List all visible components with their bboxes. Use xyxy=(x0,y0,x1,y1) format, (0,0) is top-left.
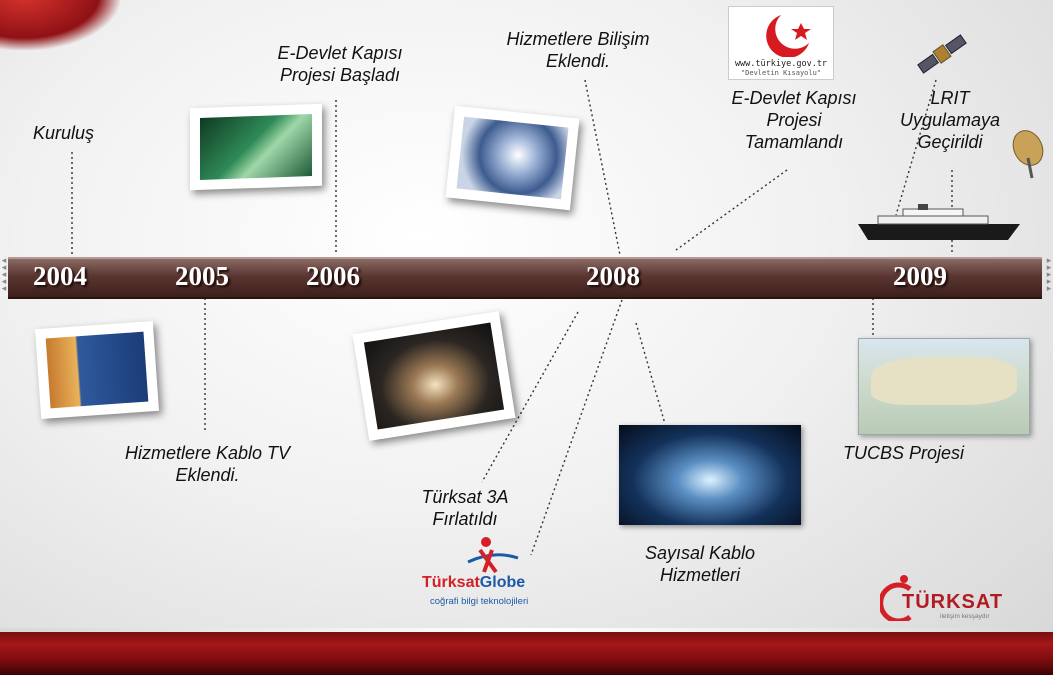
crescent-star-icon xyxy=(766,15,811,57)
bottom-band xyxy=(0,628,1053,675)
satellite-icon xyxy=(917,34,967,74)
satellite-dish-icon xyxy=(1012,130,1044,179)
corner-decoration xyxy=(0,0,120,50)
turksat-slogan: iletişim kesşaydır xyxy=(940,613,990,620)
turksat-globe-logo: TürksatGlobe coğrafi bilgi teknolojileri xyxy=(422,536,562,616)
turkiye-slogan: "Devletin Kısayolu" xyxy=(740,69,822,77)
timeline-bar xyxy=(8,257,1042,299)
event-kurulus: Kuruluş xyxy=(33,123,95,143)
turkiye-gov-logo: www.türkiye.gov.tr "Devletin Kısayolu" xyxy=(728,6,834,80)
digital-cable-image xyxy=(619,425,801,525)
timeline-left-arrows-icon: ◂◂◂◂◂ xyxy=(1,255,7,293)
turksat-figure-icon xyxy=(467,537,519,574)
globe-brand-globe: Globe xyxy=(479,574,526,591)
timeline-right-arrows-icon: ▸▸▸▸▸ xyxy=(1046,255,1052,293)
turkey-map-image xyxy=(858,338,1030,435)
turksat-logo: TÜRKSAT iletişim kesşaydır xyxy=(880,573,1030,625)
egov-code-image xyxy=(190,103,322,191)
turksat-brand: TÜRKSAT xyxy=(902,591,1004,613)
turkiye-url: www.türkiye.gov.tr xyxy=(734,59,828,69)
year-2008: 2008 xyxy=(586,261,640,291)
it-globe-image xyxy=(445,105,580,211)
satellite-launch-image xyxy=(352,311,516,441)
ship-icon xyxy=(858,204,1020,240)
globe-subtitle: coğrafi bilgi teknolojileri xyxy=(430,596,529,607)
turksat-swoosh-icon xyxy=(880,575,912,621)
year-2005: 2005 xyxy=(175,261,229,291)
cable-tv-image xyxy=(35,320,159,420)
year-2009: 2009 xyxy=(893,261,947,291)
year-2006: 2006 xyxy=(306,261,360,291)
globe-brand-turksat: Türksat xyxy=(422,574,480,591)
year-2004: 2004 xyxy=(33,261,87,291)
event-tucbs: TUCBS Projesi xyxy=(843,443,965,463)
